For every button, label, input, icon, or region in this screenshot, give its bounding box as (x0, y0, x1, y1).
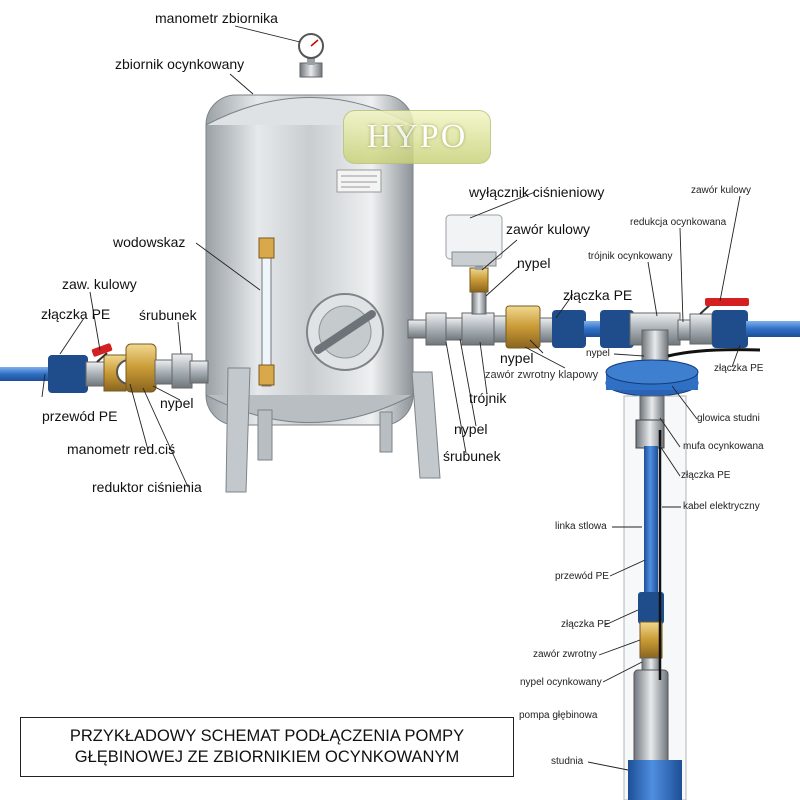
inspection-flange (306, 293, 384, 371)
label-trojnik: trójnik (469, 390, 507, 406)
schema-title-line1: PRZYKŁADOWY SCHEMAT PODŁĄCZENIA POMPY (69, 727, 465, 745)
sight-glass (258, 237, 275, 387)
label-zlaczka-pe-right2: złączka PE (681, 470, 731, 481)
label-zlaczka-pe-right: złączka PE (714, 363, 764, 374)
label-redukcja-ocynkowana: redukcja ocynkowana (630, 217, 727, 228)
schema-title-box: PRZYKŁADOWY SCHEMAT PODŁĄCZENIA POMPY GŁ… (20, 717, 514, 777)
label-przewod-pe-right: przewód PE (555, 571, 609, 582)
left-line (0, 343, 209, 393)
label-manometr-zbiornika: manometr zbiornika (155, 10, 278, 26)
schema-title-line2: GŁĘBINOWEJ ZE ZBIORNIKIEM OCYNKOWANYM (74, 748, 460, 766)
label-studnia: studnia (551, 756, 584, 767)
hypo-logo: HYPO (343, 110, 491, 164)
label-zaw-kulowy-left: zaw. kulowy (62, 276, 137, 292)
label-przewod-pe-left: przewód PE (42, 408, 118, 424)
label-srubunek-left: śrubunek (139, 307, 197, 323)
label-nypel-left: nypel (160, 395, 194, 411)
label-zawor-zwrotny-klapowy: zawór zwrotny klapowy (485, 369, 599, 381)
label-pompa-glebinowa: pompa głębinowa (519, 710, 598, 721)
label-srubunek-lower: śrubunek (443, 448, 501, 464)
label-zlaczka-pe-mid: złączka PE (563, 287, 633, 303)
label-zawor-kulowy-mid: zawór kulowy (506, 221, 591, 237)
well-head (605, 298, 800, 397)
label-zawor-kulowy-right: zawór kulowy (691, 185, 752, 196)
label-nypel-lower: nypel (454, 421, 488, 437)
label-zlaczka-pe-left: złączka PE (41, 306, 111, 322)
label-nypel-right: nypel (586, 348, 610, 359)
label-nypel-mid-upper: nypel (517, 255, 551, 271)
well-column (623, 395, 687, 800)
label-zbiornik-ocynkowany: zbiornik ocynkowany (115, 56, 245, 72)
label-nypel-mid: nypel (500, 350, 534, 366)
label-reduktor-cisnienia: reduktor ciśnienia (92, 479, 202, 495)
tank-manometer (298, 33, 324, 65)
label-zlaczka-pe-well: złączka PE (561, 619, 611, 630)
label-wylacznik-cisnieniowy: wyłącznik ciśnieniowy (469, 184, 605, 200)
middle-line (407, 214, 634, 349)
label-kabel-elektryczny: kabel elektryczny (683, 501, 760, 512)
label-mufa-ocynkowana: mufa ocynkowana (683, 441, 764, 452)
label-nypel-ocynkowany: nypel ocynkowany (520, 677, 602, 688)
label-zawor-zwrotny: zawór zwrotny (533, 649, 597, 660)
label-linka-stalowa: linka stlowa (555, 521, 607, 532)
label-wodowskaz: wodowskaz (113, 234, 186, 250)
label-manometr-red-cis: manometr red.ciś (67, 441, 176, 457)
tank-legs (225, 367, 441, 493)
label-trojnik-ocynkowany: trójnik ocynkowany (588, 251, 673, 262)
label-glowica-studni: glowica studni (697, 413, 760, 424)
